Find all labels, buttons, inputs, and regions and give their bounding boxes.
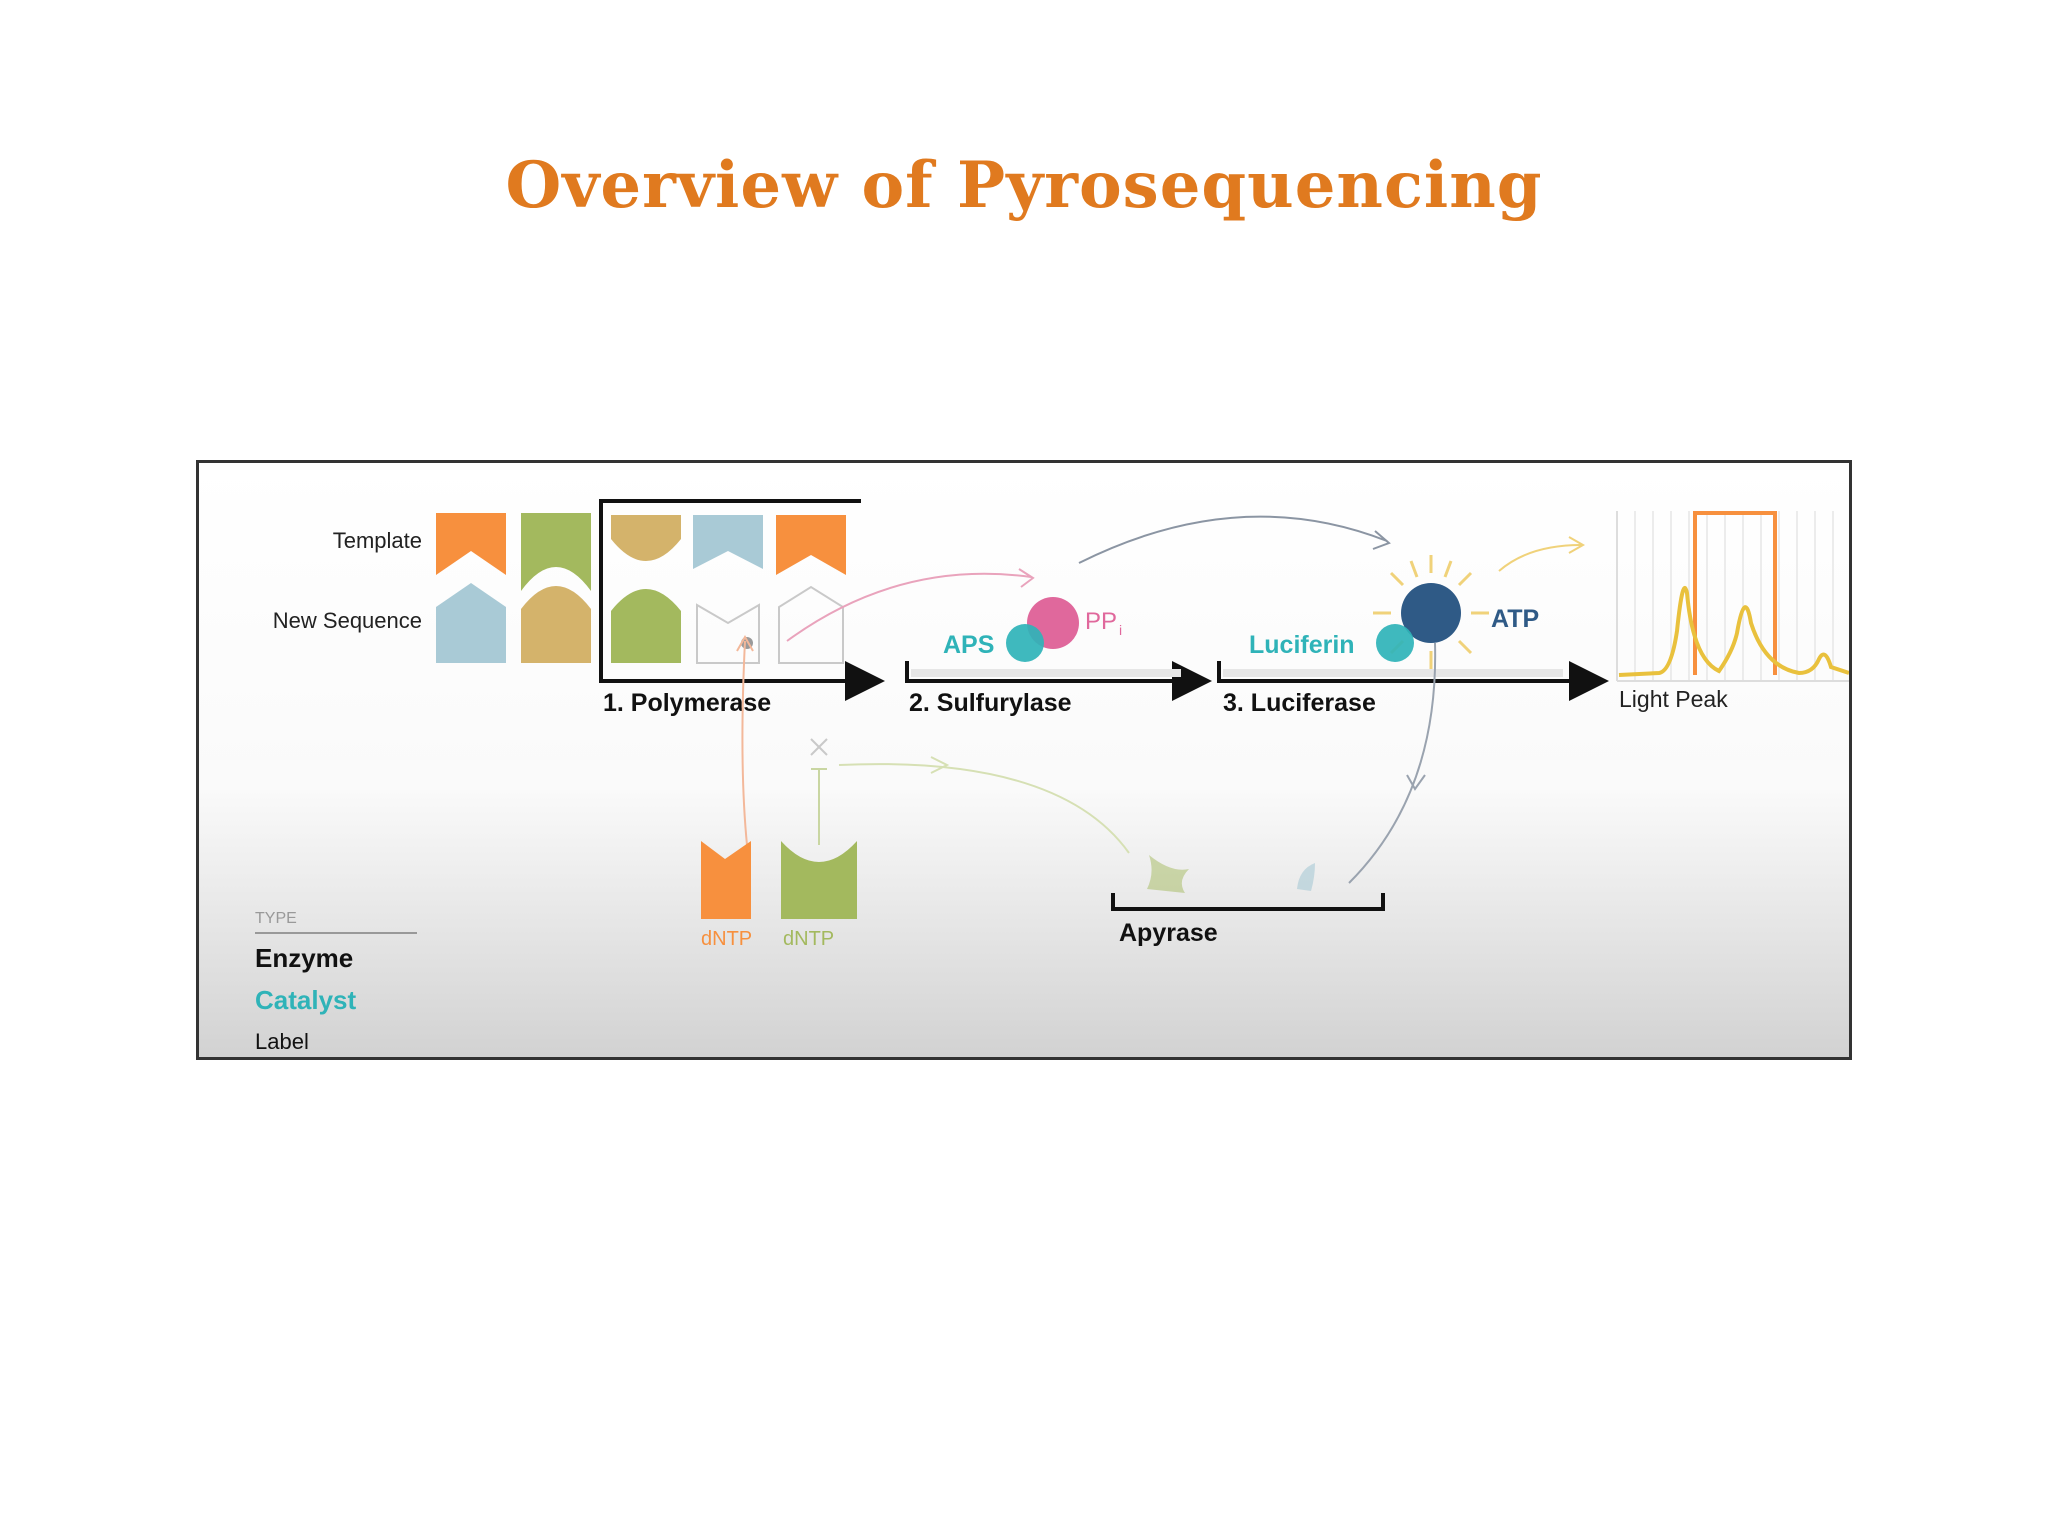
step-polymerase-label: 1. Polymerase xyxy=(603,689,771,717)
ppi-label: PP xyxy=(1085,608,1117,635)
template-block xyxy=(436,513,506,575)
incoming-slot xyxy=(696,603,760,664)
template-label: Template xyxy=(333,528,422,553)
atp-label: ATP xyxy=(1491,605,1539,633)
new-sequence-block xyxy=(521,586,591,663)
aps-label: APS xyxy=(943,631,994,659)
ppi-subscript: i xyxy=(1119,622,1122,638)
light-peak-chart xyxy=(1616,511,1849,682)
atp-molecule xyxy=(1401,583,1461,643)
atp-to-apyrase-arrow xyxy=(1348,642,1437,884)
dntp-block xyxy=(781,841,857,919)
dntp-to-apyrase-arrow xyxy=(838,763,1130,854)
light-peak-curve xyxy=(1618,585,1849,677)
light-rays xyxy=(1373,555,1489,669)
template-block xyxy=(776,515,846,575)
step-luciferase-label: 3. Luciferase xyxy=(1223,689,1376,717)
new-sequence-block xyxy=(611,589,681,663)
legend-label: Label xyxy=(255,1029,309,1054)
light-flow-arrow xyxy=(1498,544,1582,572)
atp-flow-arrow xyxy=(1078,515,1388,564)
light-peak-label: Light Peak xyxy=(1619,686,1728,712)
polymerase-box xyxy=(599,499,885,701)
apyrase-label: Apyrase xyxy=(1119,919,1218,947)
dntp-label-green: dNTP xyxy=(783,928,834,950)
diagram-background xyxy=(199,463,1849,1057)
slide-title: Overview of Pyrosequencing xyxy=(505,148,1543,223)
legend: TYPE Enzyme Catalyst Label xyxy=(255,910,417,1054)
legend-catalyst: Catalyst xyxy=(255,985,356,1015)
ppi-flow-arrow xyxy=(786,572,1032,642)
rejected-mark xyxy=(810,738,828,756)
sulfurylase-baseline xyxy=(905,661,1212,701)
pyrosequencing-diagram: Template New Sequence 1. P xyxy=(196,460,1852,1060)
aps-molecule xyxy=(1006,624,1044,662)
dntp-block xyxy=(701,841,751,919)
dntp-arrow-up xyxy=(741,640,748,846)
apyrase-bracket xyxy=(1111,855,1385,911)
template-block xyxy=(693,515,763,569)
luciferase-baseline xyxy=(1217,661,1609,701)
dntp-label-orange: dNTP xyxy=(701,928,752,950)
new-sequence-strand xyxy=(436,583,591,663)
step-sulfurylase-label: 2. Sulfurylase xyxy=(909,689,1072,717)
template-strand xyxy=(436,513,591,591)
template-block xyxy=(521,513,591,591)
luciferin-molecule xyxy=(1376,624,1414,662)
new-sequence-label: New Sequence xyxy=(273,608,422,633)
luciferin-label: Luciferin xyxy=(1249,631,1355,659)
template-block xyxy=(611,515,681,561)
legend-heading: TYPE xyxy=(255,910,297,927)
incoming-slot xyxy=(778,585,844,664)
new-sequence-block xyxy=(436,583,506,663)
legend-enzyme: Enzyme xyxy=(255,943,353,973)
